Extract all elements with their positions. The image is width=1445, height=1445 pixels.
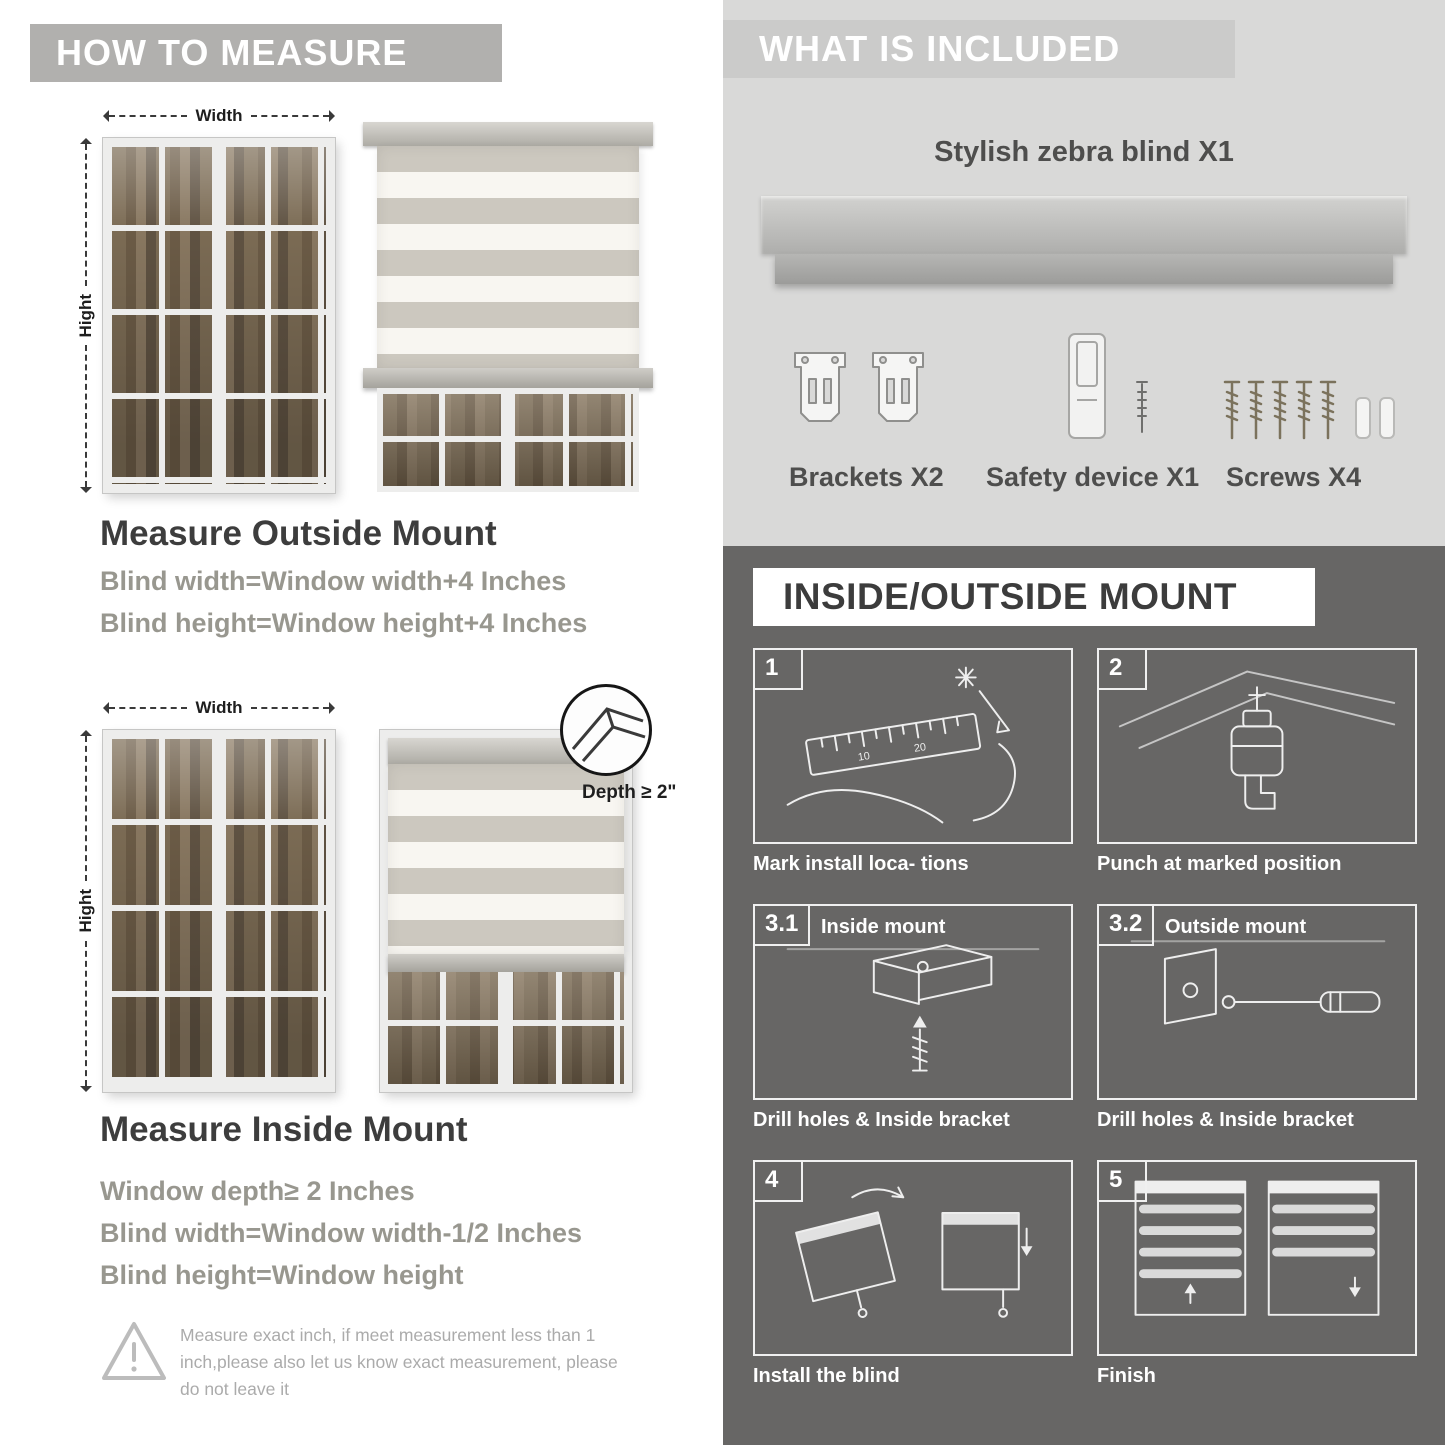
blind-cassette [363,122,653,146]
step-number: 1 [755,650,803,690]
mount-banner: INSIDE/OUTSIDE MOUNT [753,568,1315,626]
what-is-included-panel: WHAT IS INCLUDED Stylish zebra blind X1 [723,0,1445,546]
inside-outside-mount-panel: INSIDE/OUTSIDE MOUNT 10 20 [723,546,1445,1445]
arrow-down-icon [80,1086,92,1092]
blind-cassette-lip [775,254,1393,284]
warning-icon [102,1322,166,1380]
step-caption: Install the blind [753,1365,900,1387]
arrow-left-icon [103,702,109,714]
brackets-label: Brackets X2 [789,462,944,492]
depth-detail-circle [560,684,652,776]
window-lower-sash [377,388,639,492]
step-label: Inside mount [821,916,946,938]
inside-depth-formula: Window depth≥ 2 Inches [100,1176,415,1206]
outside-bracket-illustration [1130,940,1386,1025]
blind-stripes [388,764,624,954]
width-label: Width [195,698,243,717]
width-label: Width [195,106,243,125]
arrow-down-icon [80,487,92,493]
arrow-right-icon [329,702,335,714]
blind-stripes [377,146,639,368]
svg-text:20: 20 [913,741,927,755]
svg-text:10: 10 [857,750,871,764]
step-3-2-panel: 3.2 Outside mount [1097,904,1417,1100]
width-arrow-outside: Width [103,106,335,125]
step-1-panel: 10 20 1 [753,648,1073,844]
outside-mount-title: Measure Outside Mount [100,514,497,553]
step-3-1-panel: 3.1 Inside mount [753,904,1073,1100]
step-caption: Drill holes & Inside bracket [753,1109,1010,1131]
inside-mount-title: Measure Inside Mount [100,1110,468,1149]
how-to-measure-banner: HOW TO MEASURE [30,24,502,82]
step-number: 5 [1099,1162,1147,1202]
drill-illustration [1118,670,1396,810]
step-number: 3.2 [1099,906,1155,946]
step-number: 2 [1099,650,1147,690]
step-caption: Mark install loca- tions [753,853,969,875]
safety-device-icon [1068,333,1148,439]
install-blind-illustration [795,1186,1033,1318]
bracket-icon [872,352,924,422]
step-2-panel: 2 [1097,648,1417,844]
what-is-included-banner: WHAT IS INCLUDED [723,20,1235,78]
step-5-panel: 5 [1097,1160,1417,1356]
measurement-note: Measure exact inch, if meet measurement … [180,1325,618,1400]
height-label: Hight [76,293,95,338]
screws-label: Screws X4 [1226,462,1362,492]
screws-icon [1223,380,1395,440]
arrow-right-icon [329,110,335,122]
step-4-panel: 4 [753,1160,1073,1356]
step-1: 10 20 1 Mark install loca- tions [753,648,1073,876]
mount-steps-grid: 10 20 1 Mark install loca- tions [753,648,1417,1388]
how-to-measure-title: HOW TO MEASURE [56,32,408,73]
window-illustration-inside [103,730,335,1092]
blind-bottom-rail [388,954,624,972]
inside-width-formula: Blind width=Window width-1/2 Inches [100,1218,583,1248]
zebra-blind-label: Stylish zebra blind X1 [934,136,1234,168]
bracket-icon [794,352,846,422]
width-arrow-inside: Width [103,698,335,717]
step-caption: Drill holes & Inside bracket [1097,1109,1354,1131]
outside-height-formula: Blind height=Window height+4 Inches [100,608,588,638]
step-3-2: 3.2 Outside mount Drill holes & Inside b… [1097,904,1417,1132]
finish-blinds-illustration [1134,1180,1380,1316]
outside-width-formula: Blind width=Window width+4 Inches [100,566,567,596]
what-is-included-title: WHAT IS INCLUDED [759,28,1121,69]
blind-bottom-rail [363,368,653,388]
step-number: 3.1 [755,906,811,946]
mount-title: INSIDE/OUTSIDE MOUNT [783,576,1238,617]
outside-mount-figure: Width Hight [75,106,655,502]
step-4: 4 Install the blind [753,1160,1073,1388]
step-number: 4 [755,1162,803,1202]
zebra-blind-outside-illustration [363,122,653,492]
height-label: Hight [76,889,95,933]
window-illustration-outside [103,138,335,493]
depth-label: Depth ≥ 2" [582,782,677,803]
step-caption: Finish [1097,1365,1156,1387]
window-visible-below-blind [388,972,624,1084]
arrow-up-icon [80,138,92,144]
step-3-1: 3.1 Inside mount Drill holes & Inside br… [753,904,1073,1132]
ruler-hand-illustration: 10 20 [786,666,1016,824]
height-arrow-inside: Hight [76,730,95,1092]
arrow-up-icon [80,730,92,736]
window-corner-zoom-icon [571,707,646,762]
safety-device-label: Safety device X1 [986,462,1200,492]
height-arrow-outside: Hight [76,138,95,493]
arrow-left-icon [103,110,109,122]
inside-height-formula: Blind height=Window height [100,1260,464,1290]
step-5: 5 Finish [1097,1160,1417,1388]
step-label: Outside mount [1165,916,1307,938]
blind-cassette-image [761,196,1407,254]
step-caption: Punch at marked position [1097,853,1342,875]
step-2: 2 Punch at marked position [1097,648,1417,876]
inside-bracket-illustration [786,944,1040,1072]
